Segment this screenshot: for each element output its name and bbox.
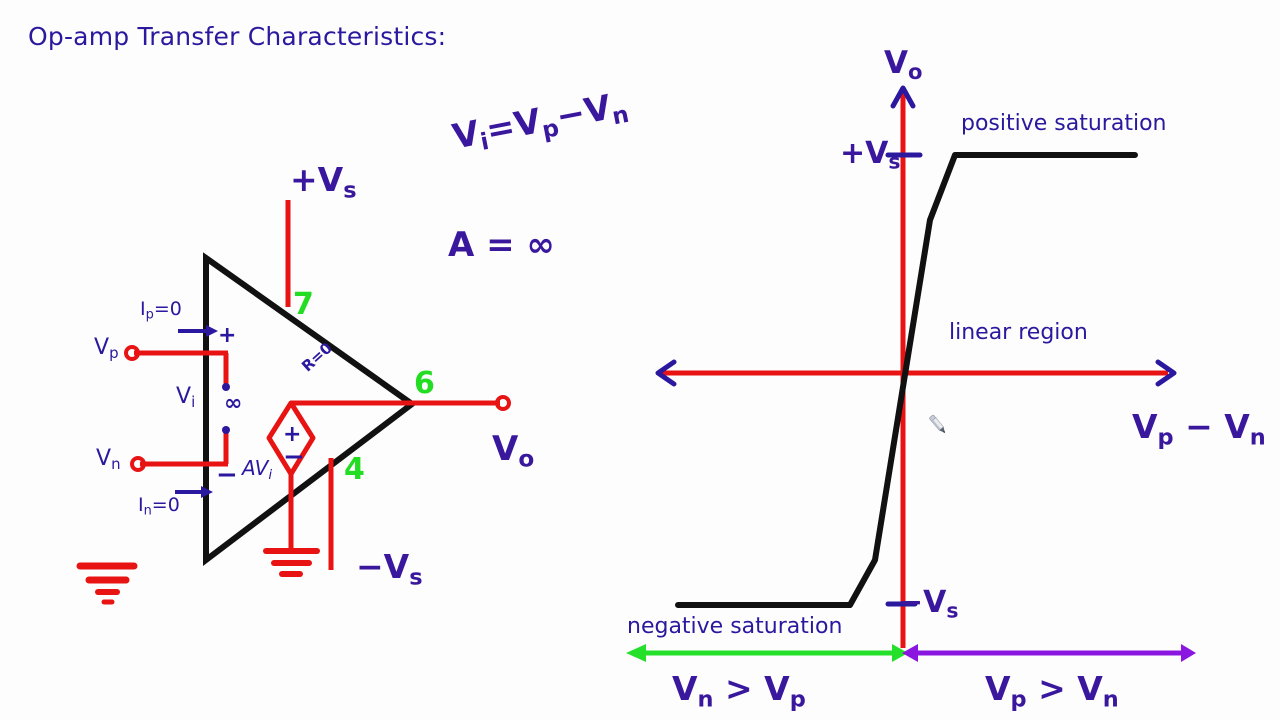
graph-y-axis-label: Vo: [884, 48, 922, 82]
current-ip-text: I: [140, 298, 146, 320]
output-text: V: [492, 429, 519, 469]
supply-negative-sub: s: [409, 564, 423, 591]
supply-negative-text: −V: [356, 547, 410, 586]
current-in-label: In=0: [138, 496, 180, 519]
tick-neg-sub: s: [946, 598, 959, 623]
right-range-sub2: n: [1102, 686, 1119, 713]
transfer-curve: [675, 152, 1138, 608]
output-wire: [290, 395, 511, 411]
right-range-gt: > V: [1026, 669, 1103, 708]
annotation-linear-region: linear region: [949, 320, 1088, 345]
avi-sub: i: [268, 466, 273, 483]
left-range-gt: > V: [713, 669, 790, 708]
input-p-sub: p: [109, 344, 119, 363]
vi-text: V: [176, 384, 192, 409]
terminal-minus-label: −: [216, 460, 238, 490]
annotation-negative-saturation: negative saturation: [627, 614, 843, 639]
differential-input-label: Vi: [176, 386, 195, 410]
graph-y-axis-text: V: [884, 45, 908, 81]
pin-number-6: 6: [414, 366, 435, 401]
supply-negative-label: −Vs: [356, 550, 423, 589]
graph-x-axis-sub: p: [1157, 424, 1174, 451]
input-n-text: V: [96, 446, 112, 471]
graph-tick-label-positive-vs: +Vs: [840, 139, 901, 172]
source-minus-label: −: [283, 442, 305, 472]
input-p-label: Vp: [94, 337, 119, 361]
left-range-sub1: n: [697, 686, 714, 713]
equation-gain: A = ∞: [448, 225, 555, 265]
range-label-negative: Vn > Vp: [672, 672, 806, 711]
tick-pos-sub: s: [888, 149, 901, 174]
terminal-plus-label: +: [218, 323, 237, 348]
range-arrow-negative: [626, 644, 908, 662]
ground-symbol-reference: [76, 562, 138, 605]
current-in-sub: n: [143, 503, 152, 519]
page-title: Op-amp Transfer Characteristics:: [28, 22, 447, 51]
right-range-sub1: p: [1010, 686, 1027, 713]
dependent-source-diamond: [266, 400, 316, 551]
input-p-text: V: [94, 335, 110, 360]
supply-positive-sub: s: [343, 177, 357, 204]
input-n-label: Vn: [96, 448, 121, 472]
right-range-text: V: [985, 669, 1011, 708]
dependent-source-label: AVi: [242, 458, 272, 482]
source-plus-label: +: [283, 422, 302, 447]
left-range-sub2: p: [789, 686, 806, 713]
current-in-arrow: [175, 486, 213, 498]
tick-pos-text: +V: [840, 136, 889, 171]
current-ip-sub: p: [145, 307, 154, 323]
input-n-wire: [130, 426, 230, 472]
pin-number-4: 4: [344, 452, 365, 487]
range-label-positive: Vp > Vn: [985, 672, 1119, 711]
graph-y-axis-sub: o: [908, 58, 923, 84]
output-label: Vo: [492, 432, 534, 472]
current-in-text: I: [138, 494, 144, 516]
supply-positive-label: +Vs: [290, 163, 357, 202]
avi-text: AV: [242, 456, 269, 480]
graph-x-axis-minus: − V: [1173, 407, 1250, 446]
current-in-value: =0: [151, 494, 180, 516]
pen-cursor[interactable]: [925, 412, 951, 438]
input-resistance-infinity-label: ∞: [224, 391, 243, 416]
pin-number-7: 7: [293, 287, 314, 322]
ground-symbol-source: [263, 548, 320, 577]
graph-x-axis-text: V: [1132, 407, 1158, 446]
output-sub: o: [518, 446, 535, 473]
graph-x-axis-label: Vp − Vn: [1132, 410, 1266, 449]
input-p-wire: [124, 345, 230, 391]
graph-x-axis-sub2: n: [1249, 424, 1266, 451]
input-n-sub: n: [111, 455, 121, 474]
graph-tick-label-negative-vs: −Vs: [898, 588, 959, 621]
annotation-positive-saturation: positive saturation: [961, 111, 1167, 136]
vi-sub: i: [191, 393, 196, 412]
range-arrow-positive: [902, 644, 1196, 662]
current-ip-label: Ip=0: [140, 300, 182, 323]
opamp-triangle: [203, 252, 418, 567]
supply-positive-text: +V: [290, 160, 344, 199]
graph-x-axis: [655, 359, 1177, 387]
left-range-text: V: [672, 669, 698, 708]
current-ip-arrow: [178, 325, 218, 337]
tick-neg-text: −V: [898, 585, 947, 620]
current-ip-value: =0: [153, 298, 182, 320]
